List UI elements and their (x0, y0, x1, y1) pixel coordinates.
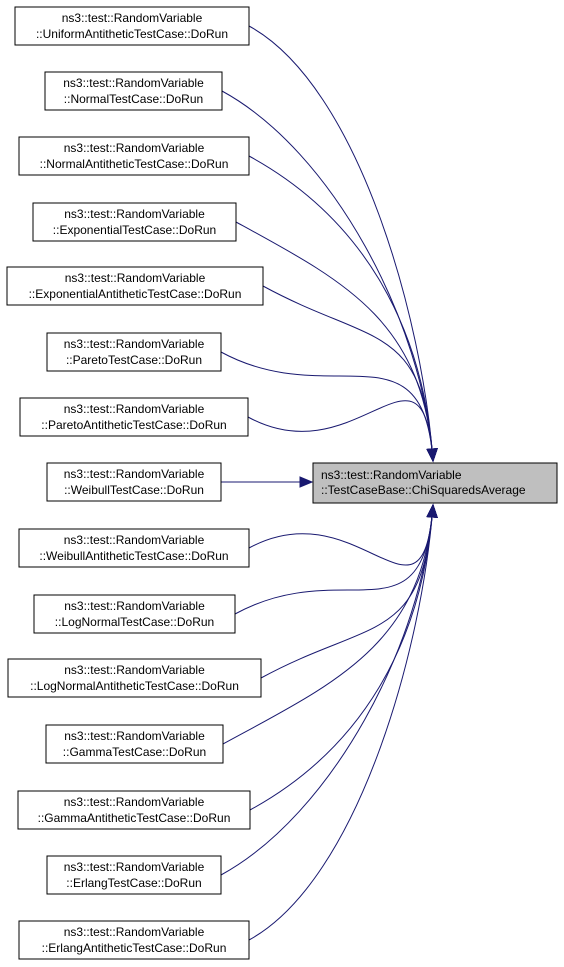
caller-node-label-line2: ::ErlangTestCase::DoRun (66, 876, 201, 890)
call-edge-weibull-test-case (221, 476, 314, 488)
caller-node-box[interactable] (32, 202, 237, 242)
caller-node-pareto-antithetic-test-case[interactable]: ns3::test::RandomVariable::ParetoAntithe… (19, 397, 249, 437)
caller-node-label-line2: ::ParetoAntitheticTestCase::DoRun (41, 418, 226, 432)
call-edge-gamma-test-case (222, 503, 438, 745)
caller-node-box[interactable] (18, 528, 250, 568)
caller-node-gamma-antithetic-test-case[interactable]: ns3::test::RandomVariable::GammaAntithet… (17, 790, 251, 830)
call-edge-line (262, 285, 434, 462)
caller-node-box[interactable] (17, 790, 251, 830)
call-edge-line (220, 504, 434, 876)
caller-node-label-line2: ::GammaAntitheticTestCase::DoRun (38, 811, 231, 825)
target-node-label-line2: ::TestCaseBase::ChiSquaredsAverage (321, 483, 526, 497)
caller-node-exponential-test-case[interactable]: ns3::test::RandomVariable::ExponentialTe… (32, 202, 237, 242)
caller-node-label-line1: ns3::test::RandomVariable (64, 533, 205, 547)
caller-node-exponential-antithetic-test-case[interactable]: ns3::test::RandomVariable::ExponentialAn… (6, 266, 264, 306)
caller-node-label-line1: ns3::test::RandomVariable (64, 599, 205, 613)
caller-node-uniform-antithetic-test-case[interactable]: ns3::test::RandomVariable::UniformAntith… (14, 6, 250, 46)
call-edge-line (247, 400, 434, 462)
call-edge-line (248, 155, 434, 462)
call-edge-line (222, 504, 434, 745)
call-edge-line (249, 504, 434, 811)
call-edge-line (235, 221, 434, 462)
caller-node-label-line1: ns3::test::RandomVariable (65, 271, 206, 285)
caller-node-label-line1: ns3::test::RandomVariable (64, 860, 205, 874)
call-edge-pareto-antithetic-test-case (247, 400, 438, 463)
caller-node-weibull-test-case[interactable]: ns3::test::RandomVariable::WeibullTestCa… (46, 462, 222, 502)
caller-node-label-line1: ns3::test::RandomVariable (64, 663, 205, 677)
arrowhead-icon (299, 476, 314, 488)
target-node-box[interactable] (312, 462, 558, 504)
caller-node-label-line1: ns3::test::RandomVariable (64, 729, 205, 743)
caller-node-label-line2: ::UniformAntitheticTestCase::DoRun (36, 27, 228, 41)
caller-node-label-line2: ::WeibullTestCase::DoRun (64, 483, 204, 497)
call-edge-line (260, 504, 434, 679)
caller-node-label-line1: ns3::test::RandomVariable (64, 925, 205, 939)
caller-node-box[interactable] (46, 462, 222, 502)
call-edge-uniform-antithetic-test-case (248, 25, 438, 463)
call-edge-erlang-antithetic-test-case (248, 503, 438, 941)
caller-node-label-line1: ns3::test::RandomVariable (64, 795, 205, 809)
caller-node-box[interactable] (18, 136, 250, 176)
caller-node-label-line2: ::ParetoTestCase::DoRun (66, 353, 202, 367)
call-edge-weibull-antithetic-test-case (248, 503, 438, 566)
caller-node-box[interactable] (44, 71, 223, 111)
caller-node-label-line1: ns3::test::RandomVariable (64, 402, 205, 416)
target-node[interactable]: ns3::test::RandomVariable ::TestCaseBase… (312, 462, 558, 504)
call-edge-line (220, 351, 434, 462)
caller-node-box[interactable] (46, 332, 222, 372)
caller-node-label-line2: ::NormalAntitheticTestCase::DoRun (40, 157, 229, 171)
call-edge-log-normal-test-case (234, 503, 438, 615)
caller-node-label-line2: ::ExponentialAntitheticTestCase::DoRun (29, 287, 242, 301)
call-edge-normal-antithetic-test-case (248, 155, 438, 463)
caller-node-label-line1: ns3::test::RandomVariable (63, 76, 204, 90)
caller-node-label-line2: ::GammaTestCase::DoRun (63, 745, 206, 759)
caller-node-erlang-antithetic-test-case[interactable]: ns3::test::RandomVariable::ErlangAntithe… (18, 920, 250, 960)
caller-nodes: ns3::test::RandomVariable::UniformAntith… (6, 6, 264, 960)
caller-node-box[interactable] (6, 266, 264, 306)
caller-node-label-line1: ns3::test::RandomVariable (64, 337, 205, 351)
caller-node-label-line2: ::ErlangAntitheticTestCase::DoRun (42, 941, 227, 955)
caller-node-normal-antithetic-test-case[interactable]: ns3::test::RandomVariable::NormalAntithe… (18, 136, 250, 176)
call-edge-line (248, 25, 434, 462)
caller-node-label-line1: ns3::test::RandomVariable (64, 141, 205, 155)
caller-node-gamma-test-case[interactable]: ns3::test::RandomVariable::GammaTestCase… (45, 724, 224, 764)
caller-node-box[interactable] (46, 855, 222, 895)
caller-node-erlang-test-case[interactable]: ns3::test::RandomVariable::ErlangTestCas… (46, 855, 222, 895)
caller-node-pareto-test-case[interactable]: ns3::test::RandomVariable::ParetoTestCas… (46, 332, 222, 372)
caller-node-label-line2: ::WeibullAntitheticTestCase::DoRun (39, 549, 228, 563)
arrowhead-icon (426, 448, 438, 463)
call-edge-log-normal-antithetic-test-case (260, 503, 438, 679)
caller-node-normal-test-case[interactable]: ns3::test::RandomVariable::NormalTestCas… (44, 71, 223, 111)
caller-node-label-line1: ns3::test::RandomVariable (64, 207, 205, 221)
caller-node-box[interactable] (7, 658, 262, 698)
caller-node-label-line2: ::ExponentialTestCase::DoRun (53, 223, 216, 237)
caller-node-log-normal-antithetic-test-case[interactable]: ns3::test::RandomVariable::LogNormalAnti… (7, 658, 262, 698)
caller-node-box[interactable] (45, 724, 224, 764)
call-edge-gamma-antithetic-test-case (249, 503, 438, 811)
caller-node-label-line2: ::LogNormalAntitheticTestCase::DoRun (30, 679, 239, 693)
call-edge-pareto-test-case (220, 351, 438, 463)
call-edge-line (248, 504, 434, 566)
call-edge-line (234, 504, 434, 615)
caller-node-label-line2: ::NormalTestCase::DoRun (64, 92, 203, 106)
caller-node-weibull-antithetic-test-case[interactable]: ns3::test::RandomVariable::WeibullAntith… (18, 528, 250, 568)
caller-node-log-normal-test-case[interactable]: ns3::test::RandomVariable::LogNormalTest… (33, 594, 236, 634)
caller-node-box[interactable] (33, 594, 236, 634)
arrowhead-icon (426, 503, 438, 518)
call-edge-line (248, 504, 434, 941)
call-edges (220, 25, 438, 941)
caller-node-label-line2: ::LogNormalTestCase::DoRun (55, 615, 214, 629)
caller-node-label-line1: ns3::test::RandomVariable (64, 467, 205, 481)
caller-node-label-line1: ns3::test::RandomVariable (62, 11, 203, 25)
caller-node-box[interactable] (14, 6, 250, 46)
caller-node-box[interactable] (18, 920, 250, 960)
target-node-label-line1: ns3::test::RandomVariable (321, 468, 462, 482)
caller-node-box[interactable] (19, 397, 249, 437)
